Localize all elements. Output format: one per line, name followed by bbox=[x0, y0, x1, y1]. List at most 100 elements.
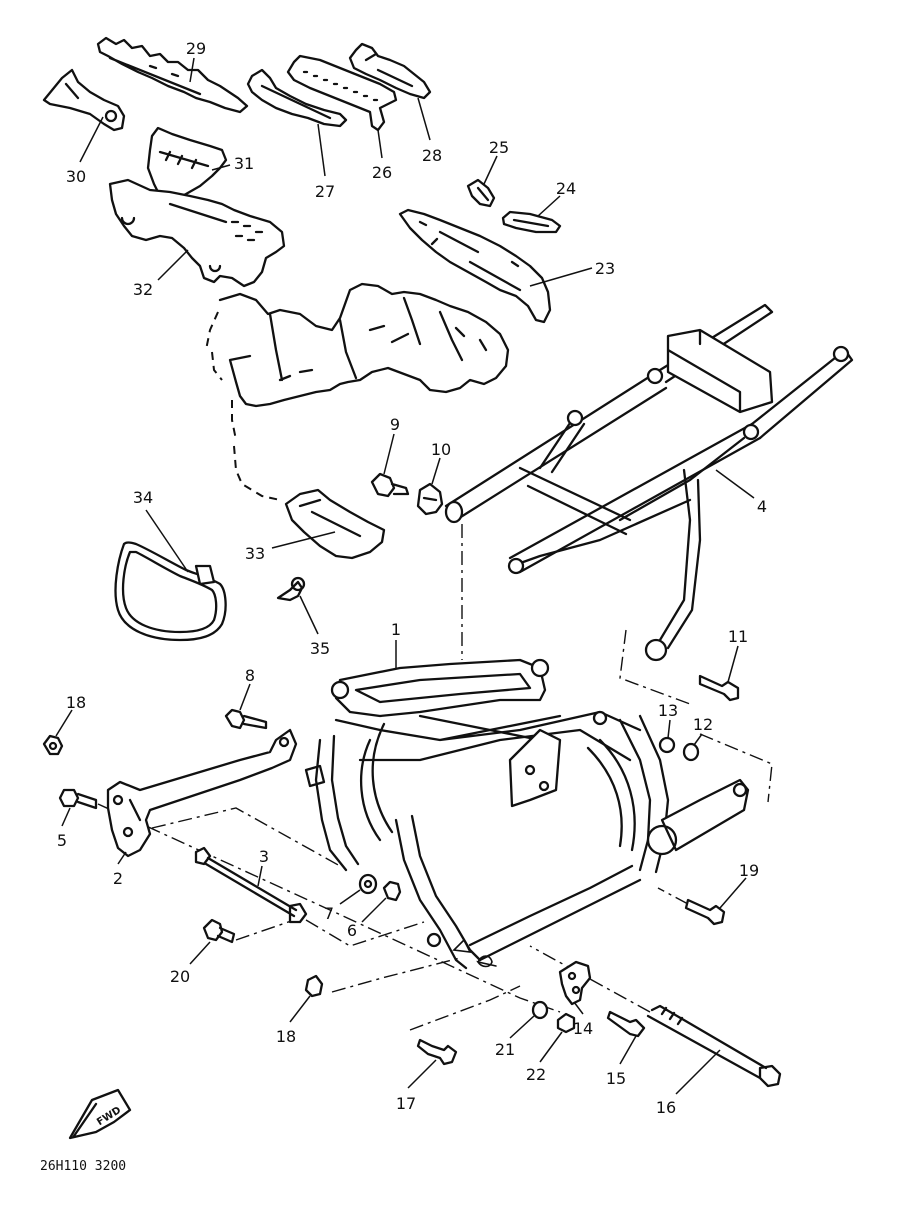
part-28-plate bbox=[348, 42, 432, 100]
leader-32 bbox=[157, 249, 189, 281]
leader-8 bbox=[239, 683, 251, 711]
leader-6 bbox=[361, 897, 387, 923]
callout-4: 4 bbox=[757, 497, 767, 516]
part-25-pad bbox=[466, 178, 496, 208]
callout-26: 26 bbox=[372, 163, 392, 182]
callout-5: 5 bbox=[57, 831, 67, 850]
callout-7: 7 bbox=[324, 904, 334, 923]
part-30-cover bbox=[42, 68, 126, 132]
leader-3 bbox=[257, 865, 263, 887]
callout-11: 11 bbox=[728, 627, 748, 646]
leader-19 bbox=[719, 877, 747, 909]
part-15-bolt bbox=[606, 1010, 646, 1038]
part-9-bolt bbox=[370, 472, 410, 498]
part-14-bracket bbox=[558, 960, 592, 1006]
leader-30 bbox=[79, 116, 104, 163]
leader-5 bbox=[61, 807, 71, 827]
leader-25 bbox=[483, 155, 498, 185]
callout-2: 2 bbox=[113, 869, 123, 888]
frame-down-tube bbox=[394, 814, 482, 970]
callout-27: 27 bbox=[315, 182, 335, 201]
assembly-line-bolt-19 bbox=[657, 887, 689, 905]
callout-18-lower: 18 bbox=[276, 1027, 296, 1046]
frame-cradle-arcs bbox=[360, 722, 636, 852]
leader-34 bbox=[145, 509, 189, 573]
callouts: 29 30 31 32 27 26 28 25 24 23 9 10 4 34 … bbox=[57, 39, 767, 1117]
assembly-line-washers bbox=[699, 733, 773, 803]
frame-alpha-marks bbox=[452, 938, 497, 968]
callout-6: 6 bbox=[347, 921, 357, 940]
callout-21: 21 bbox=[495, 1040, 515, 1059]
part-2-engine-bracket bbox=[106, 728, 298, 858]
subframe-seat-box bbox=[666, 328, 774, 414]
callout-33: 33 bbox=[245, 544, 265, 563]
part-24-pad bbox=[501, 210, 562, 234]
callout-14: 14 bbox=[573, 1019, 593, 1038]
subframe-cross-member bbox=[518, 418, 632, 536]
part-33-plate bbox=[284, 488, 386, 560]
callout-22: 22 bbox=[526, 1065, 546, 1084]
callout-19: 19 bbox=[739, 861, 759, 880]
frame-mount-lugs bbox=[330, 658, 608, 948]
subframe-upper-rail bbox=[444, 368, 668, 522]
part-13-washer bbox=[658, 736, 676, 754]
leader-7 bbox=[339, 889, 361, 905]
assembly-line-nut-18 bbox=[331, 957, 461, 993]
leader-10 bbox=[431, 457, 441, 485]
assembly-line-bracket bbox=[151, 807, 341, 867]
part-34-connector bbox=[194, 564, 216, 586]
callout-29: 29 bbox=[186, 39, 206, 58]
part-27-side-rail bbox=[246, 68, 348, 128]
forward-arrow-icon: FWD bbox=[68, 1088, 132, 1140]
part-7-washer bbox=[358, 873, 378, 895]
leader-15 bbox=[619, 1035, 637, 1065]
figure-code: 26H110 3200 bbox=[40, 1159, 126, 1174]
part-6-nut bbox=[382, 880, 402, 902]
part-19-bolt bbox=[684, 898, 726, 926]
leader-26 bbox=[377, 129, 383, 159]
frame-top-loop bbox=[334, 658, 547, 718]
part-32-bracket-plate bbox=[108, 178, 286, 288]
callout-28: 28 bbox=[422, 146, 442, 165]
callout-20: 20 bbox=[170, 967, 190, 986]
leader-35 bbox=[299, 595, 319, 635]
part-22-nut bbox=[556, 1012, 576, 1034]
part-4-rear-subframe bbox=[444, 303, 854, 662]
part-16-long-bolt bbox=[646, 1004, 782, 1088]
frame-side-plate bbox=[508, 728, 562, 808]
part-20-bolt bbox=[202, 918, 236, 944]
leader-9 bbox=[383, 433, 395, 475]
leader-21 bbox=[509, 1015, 535, 1039]
callout-8: 8 bbox=[245, 666, 255, 685]
leader-33 bbox=[271, 531, 336, 549]
callout-12: 12 bbox=[693, 715, 713, 734]
assembly-line-lower bbox=[409, 985, 521, 1031]
part-10-collar bbox=[416, 482, 444, 516]
callout-1: 1 bbox=[391, 620, 401, 639]
assembly-lines bbox=[97, 524, 773, 1031]
part-35-clip bbox=[276, 576, 306, 602]
part-1-main-frame bbox=[304, 658, 750, 970]
leader-lines bbox=[55, 57, 755, 1095]
callout-17: 17 bbox=[396, 1094, 416, 1113]
leader-11 bbox=[727, 645, 739, 683]
leader-22 bbox=[539, 1031, 563, 1063]
leader-13 bbox=[667, 719, 671, 739]
part-23-guard-plate bbox=[398, 208, 552, 324]
callout-13: 13 bbox=[658, 701, 678, 720]
part-34-loop-cable bbox=[114, 541, 227, 642]
part-29-cover-plate bbox=[96, 36, 249, 114]
part-17-bolt bbox=[416, 1038, 458, 1066]
callout-18-upper: 18 bbox=[66, 693, 86, 712]
part-3-long-bolt bbox=[194, 846, 308, 924]
callout-3: 3 bbox=[259, 847, 269, 866]
leader-4 bbox=[715, 469, 755, 499]
frame-lower-rail bbox=[468, 864, 642, 962]
assembly-line-bolt-16 bbox=[529, 945, 651, 1013]
callout-10: 10 bbox=[431, 440, 451, 459]
subframe-strut bbox=[510, 436, 746, 654]
engine-outline bbox=[218, 282, 510, 408]
assembly-line-rear-mount bbox=[619, 629, 691, 705]
part-12-washer bbox=[682, 742, 700, 762]
